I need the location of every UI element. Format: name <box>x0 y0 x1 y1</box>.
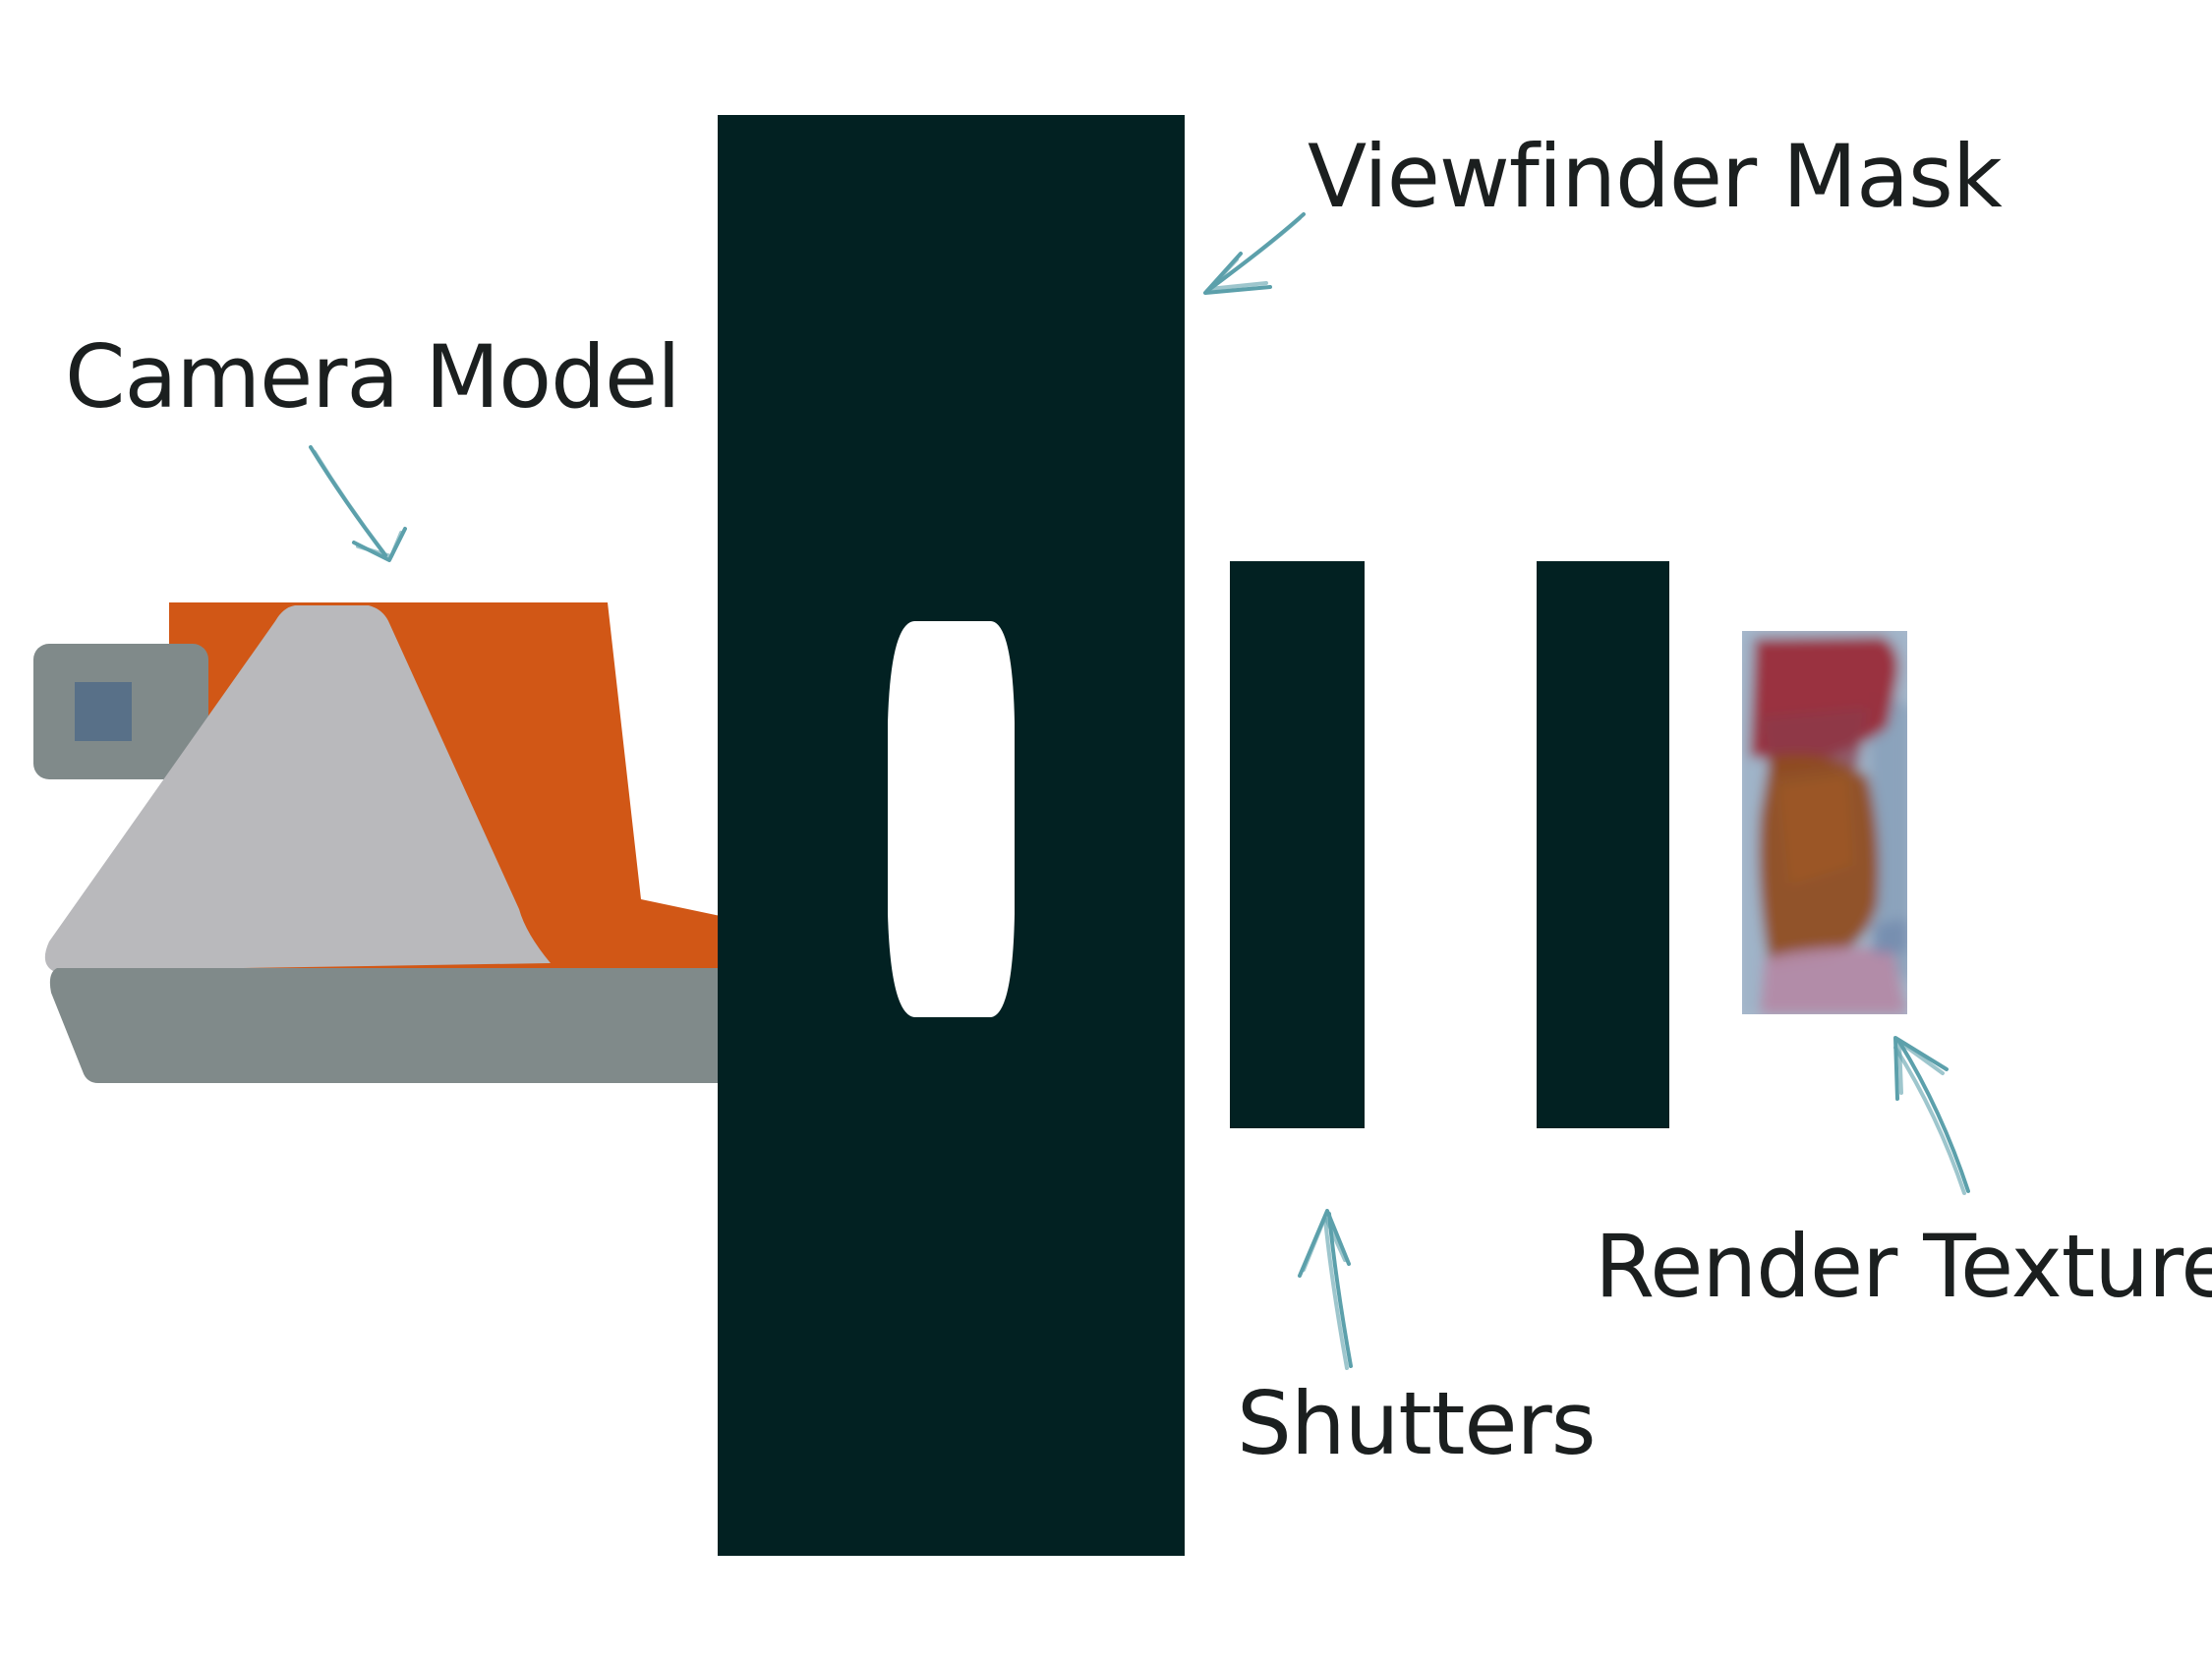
arrow-render-texture <box>1893 1036 1970 1195</box>
arrow-shutters <box>1298 1209 1353 1370</box>
shutter-left <box>1230 561 1365 1128</box>
shutters-label: Shutters <box>1237 1373 1597 1474</box>
render-texture <box>1742 631 1907 1014</box>
arrow-viewfinder-mask <box>1203 212 1306 295</box>
viewfinder-mask-opening <box>888 621 1015 1017</box>
arrow-camera-model <box>309 445 407 562</box>
camera-model <box>33 602 785 1083</box>
shutter-right <box>1537 561 1669 1128</box>
camera-base <box>49 968 785 1083</box>
viewfinder-mask <box>718 115 1185 1556</box>
render-texture-label: Render Texture <box>1595 1216 2212 1317</box>
shutters <box>1230 561 1669 1128</box>
camera-viewfinder-window <box>75 682 132 741</box>
camera-silver-wedge <box>44 605 552 971</box>
camera-model-label: Camera Model <box>65 326 681 428</box>
render-texture-pink-blob <box>1760 946 1907 1014</box>
viewfinder-mask-label: Viewfinder Mask <box>1308 126 2003 227</box>
